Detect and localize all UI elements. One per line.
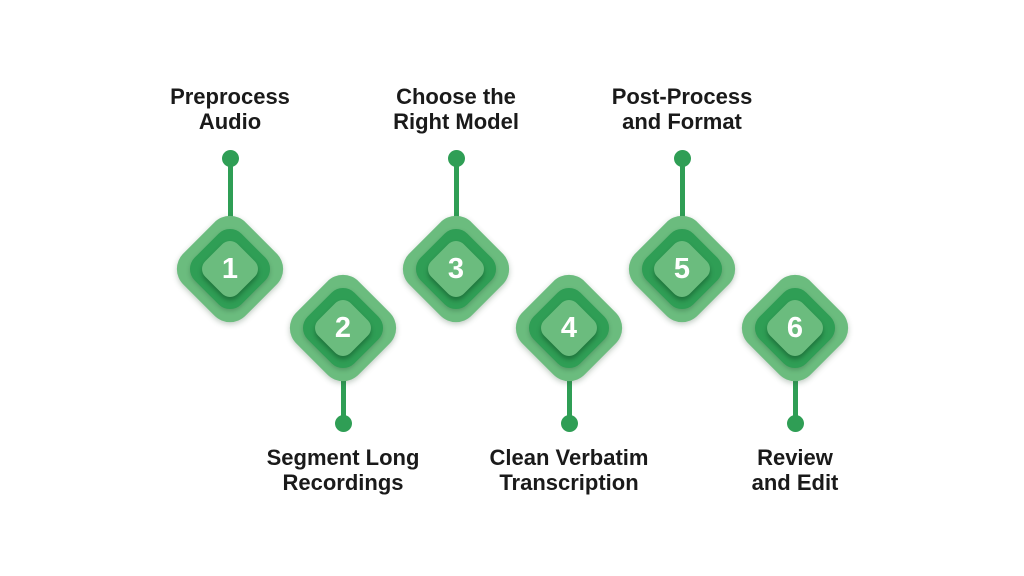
- step-label-line: Clean Verbatim: [489, 445, 649, 470]
- step-3-diamond: 3: [393, 206, 519, 332]
- step-4-diamond: 4: [506, 265, 632, 391]
- step-4-label: Clean Verbatim Transcription: [439, 445, 699, 495]
- step-number: 5: [673, 252, 691, 285]
- diamond-inner: 1: [197, 236, 263, 302]
- diamond-ring: 4: [522, 281, 616, 375]
- step-label-line: Right Model: [393, 109, 519, 134]
- step-label-line: Post-Process: [611, 84, 753, 109]
- diamond-inner: 4: [536, 295, 602, 361]
- step-label-line: Transcription: [499, 470, 639, 495]
- diamond-inner: 2: [310, 295, 376, 361]
- connector-dot: [786, 414, 804, 432]
- step-number: 3: [447, 252, 465, 285]
- step-label-line: and Format: [622, 109, 742, 134]
- step-1-label: Preprocess Audio: [100, 84, 360, 134]
- step-2-label: Segment Long Recordings: [213, 445, 473, 495]
- step-number: 6: [786, 311, 804, 344]
- diamond-ring: 3: [409, 222, 503, 316]
- step-number: 2: [334, 311, 352, 344]
- step-label-line: Recordings: [282, 470, 404, 495]
- step-label-line: Review: [757, 445, 833, 470]
- step-label-line: Segment Long: [266, 445, 420, 470]
- step-5-diamond: 5: [619, 206, 745, 332]
- step-number: 1: [221, 252, 239, 285]
- diamond-ring: 6: [748, 281, 842, 375]
- connector-stem: [679, 158, 685, 269]
- step-2-diamond: 2: [280, 265, 406, 391]
- connector-stem: [453, 158, 459, 269]
- step-6-diamond: 6: [732, 265, 858, 391]
- step-label-line: Choose the: [396, 84, 516, 109]
- diamond-inner: 6: [762, 295, 828, 361]
- step-label-line: and Edit: [751, 470, 839, 495]
- diamond-ring: 5: [635, 222, 729, 316]
- diamond-ring: 1: [183, 222, 277, 316]
- diamond-inner: 3: [423, 236, 489, 302]
- step-1-diamond: 1: [167, 206, 293, 332]
- diamond-inner: 5: [649, 236, 715, 302]
- step-label-line: Preprocess: [170, 84, 290, 109]
- diamond-ring: 2: [296, 281, 390, 375]
- step-label-line: Audio: [198, 109, 262, 134]
- step-6-label: Review and Edit: [665, 445, 925, 495]
- connector-stem: [227, 158, 233, 269]
- step-3-label: Choose the Right Model: [326, 84, 586, 134]
- step-number: 4: [560, 311, 578, 344]
- connector-dot: [560, 414, 578, 432]
- step-5-label: Post-Process and Format: [552, 84, 812, 134]
- connector-dot: [334, 414, 352, 432]
